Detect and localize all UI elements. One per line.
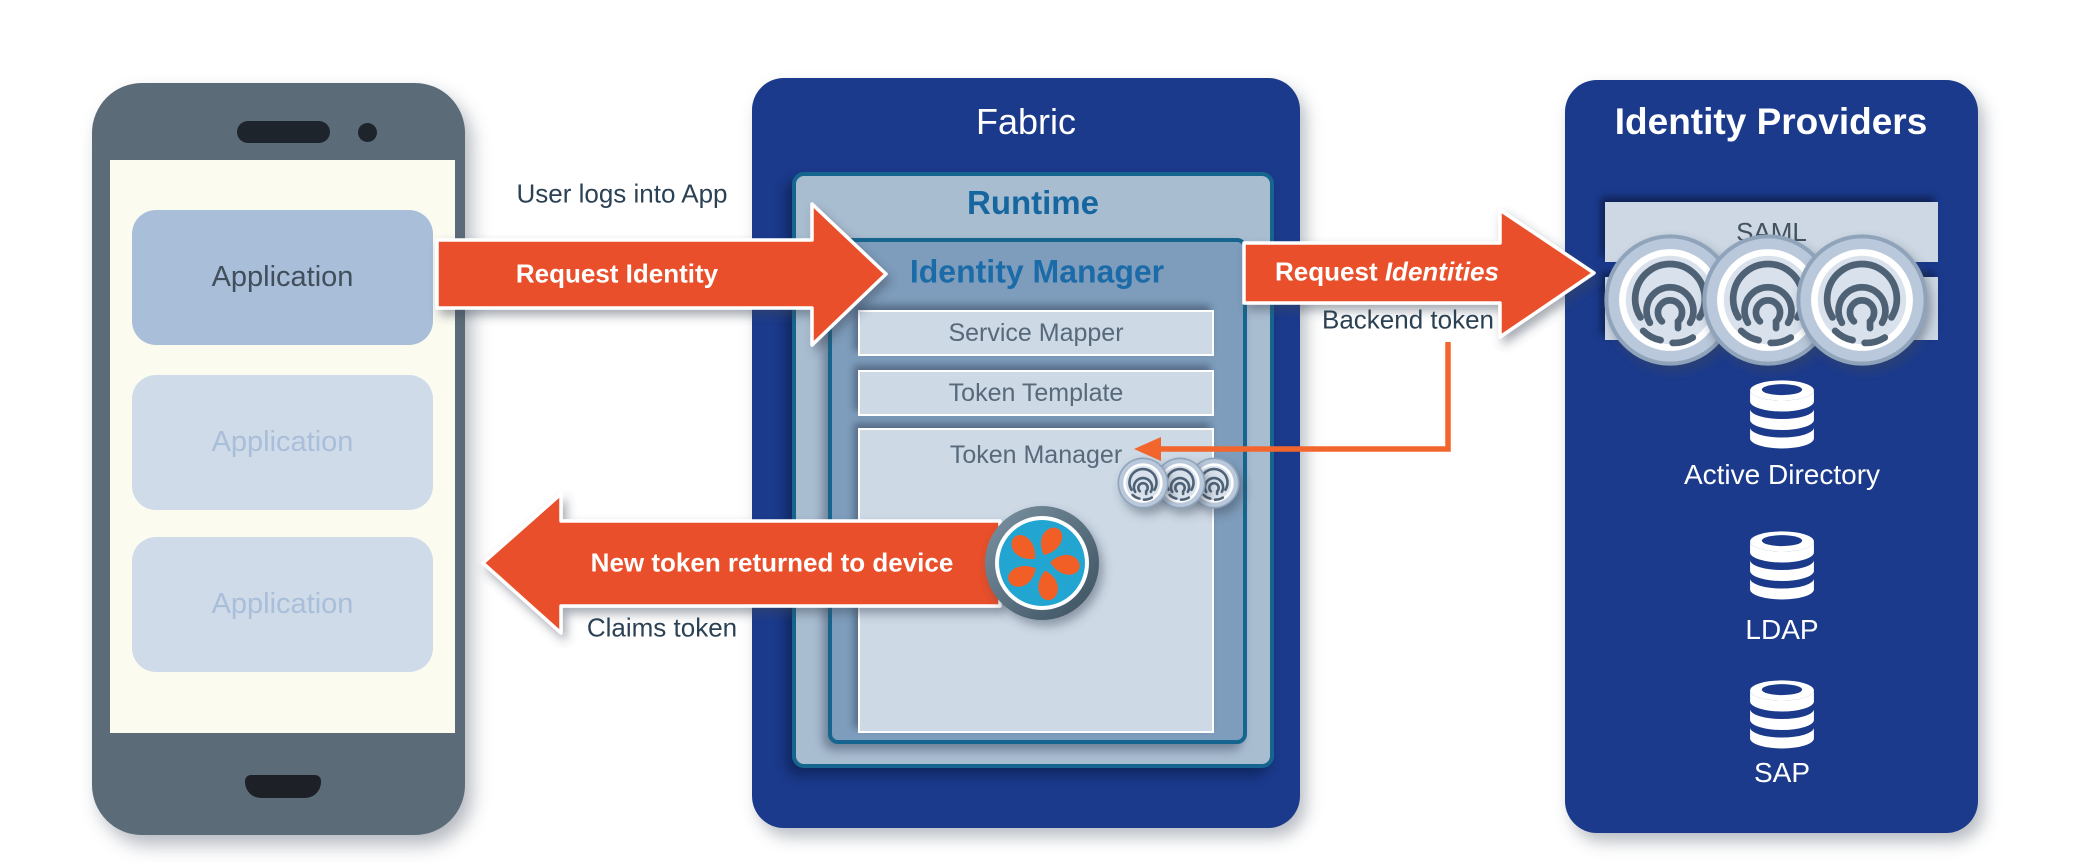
application-box-inactive-1: Application: [132, 375, 433, 510]
application-box-inactive-2: Application: [132, 537, 433, 672]
token-manager-label: Token Manager: [949, 441, 1123, 469]
new-token-label: New token returned to device: [590, 547, 954, 578]
application-label: Application: [211, 588, 354, 620]
provider-bar-2: [1605, 277, 1938, 340]
token-template-label: Token Template: [948, 378, 1124, 407]
request-identity-label: Request Identity: [515, 258, 719, 289]
identity-manager-title: Identity Manager: [909, 253, 1165, 290]
active-directory-label: Active Directory: [1683, 459, 1881, 490]
application-box-active: Application: [132, 210, 433, 345]
saml-bar: SAML: [1605, 202, 1938, 262]
backend-token-label: Backend token: [1321, 304, 1495, 335]
fabric-title: Fabric: [975, 101, 1077, 142]
phone-camera-icon: [358, 123, 377, 142]
phone-home-button-icon: [245, 775, 321, 798]
service-mapper-label: Service Mapper: [948, 318, 1124, 347]
request-identities-label: Request Identities: [1275, 256, 1499, 287]
application-label: Application: [211, 261, 354, 293]
claims-token-label: Claims token: [586, 612, 738, 643]
token-manager-box: Token Manager: [858, 428, 1214, 733]
service-mapper-box: Service Mapper: [858, 310, 1214, 356]
saml-label: SAML: [1736, 216, 1807, 247]
sap-label: SAP: [1753, 757, 1811, 788]
application-label: Application: [211, 426, 354, 458]
identity-providers-title: Identity Providers: [1614, 101, 1928, 142]
identity-providers-panel: [1565, 80, 1978, 833]
phone-speaker-icon: [237, 121, 330, 143]
runtime-title: Runtime: [967, 184, 1099, 221]
token-template-box: Token Template: [858, 370, 1214, 416]
ldap-label: LDAP: [1745, 614, 1819, 645]
user-login-label: User logs into App: [516, 178, 728, 209]
